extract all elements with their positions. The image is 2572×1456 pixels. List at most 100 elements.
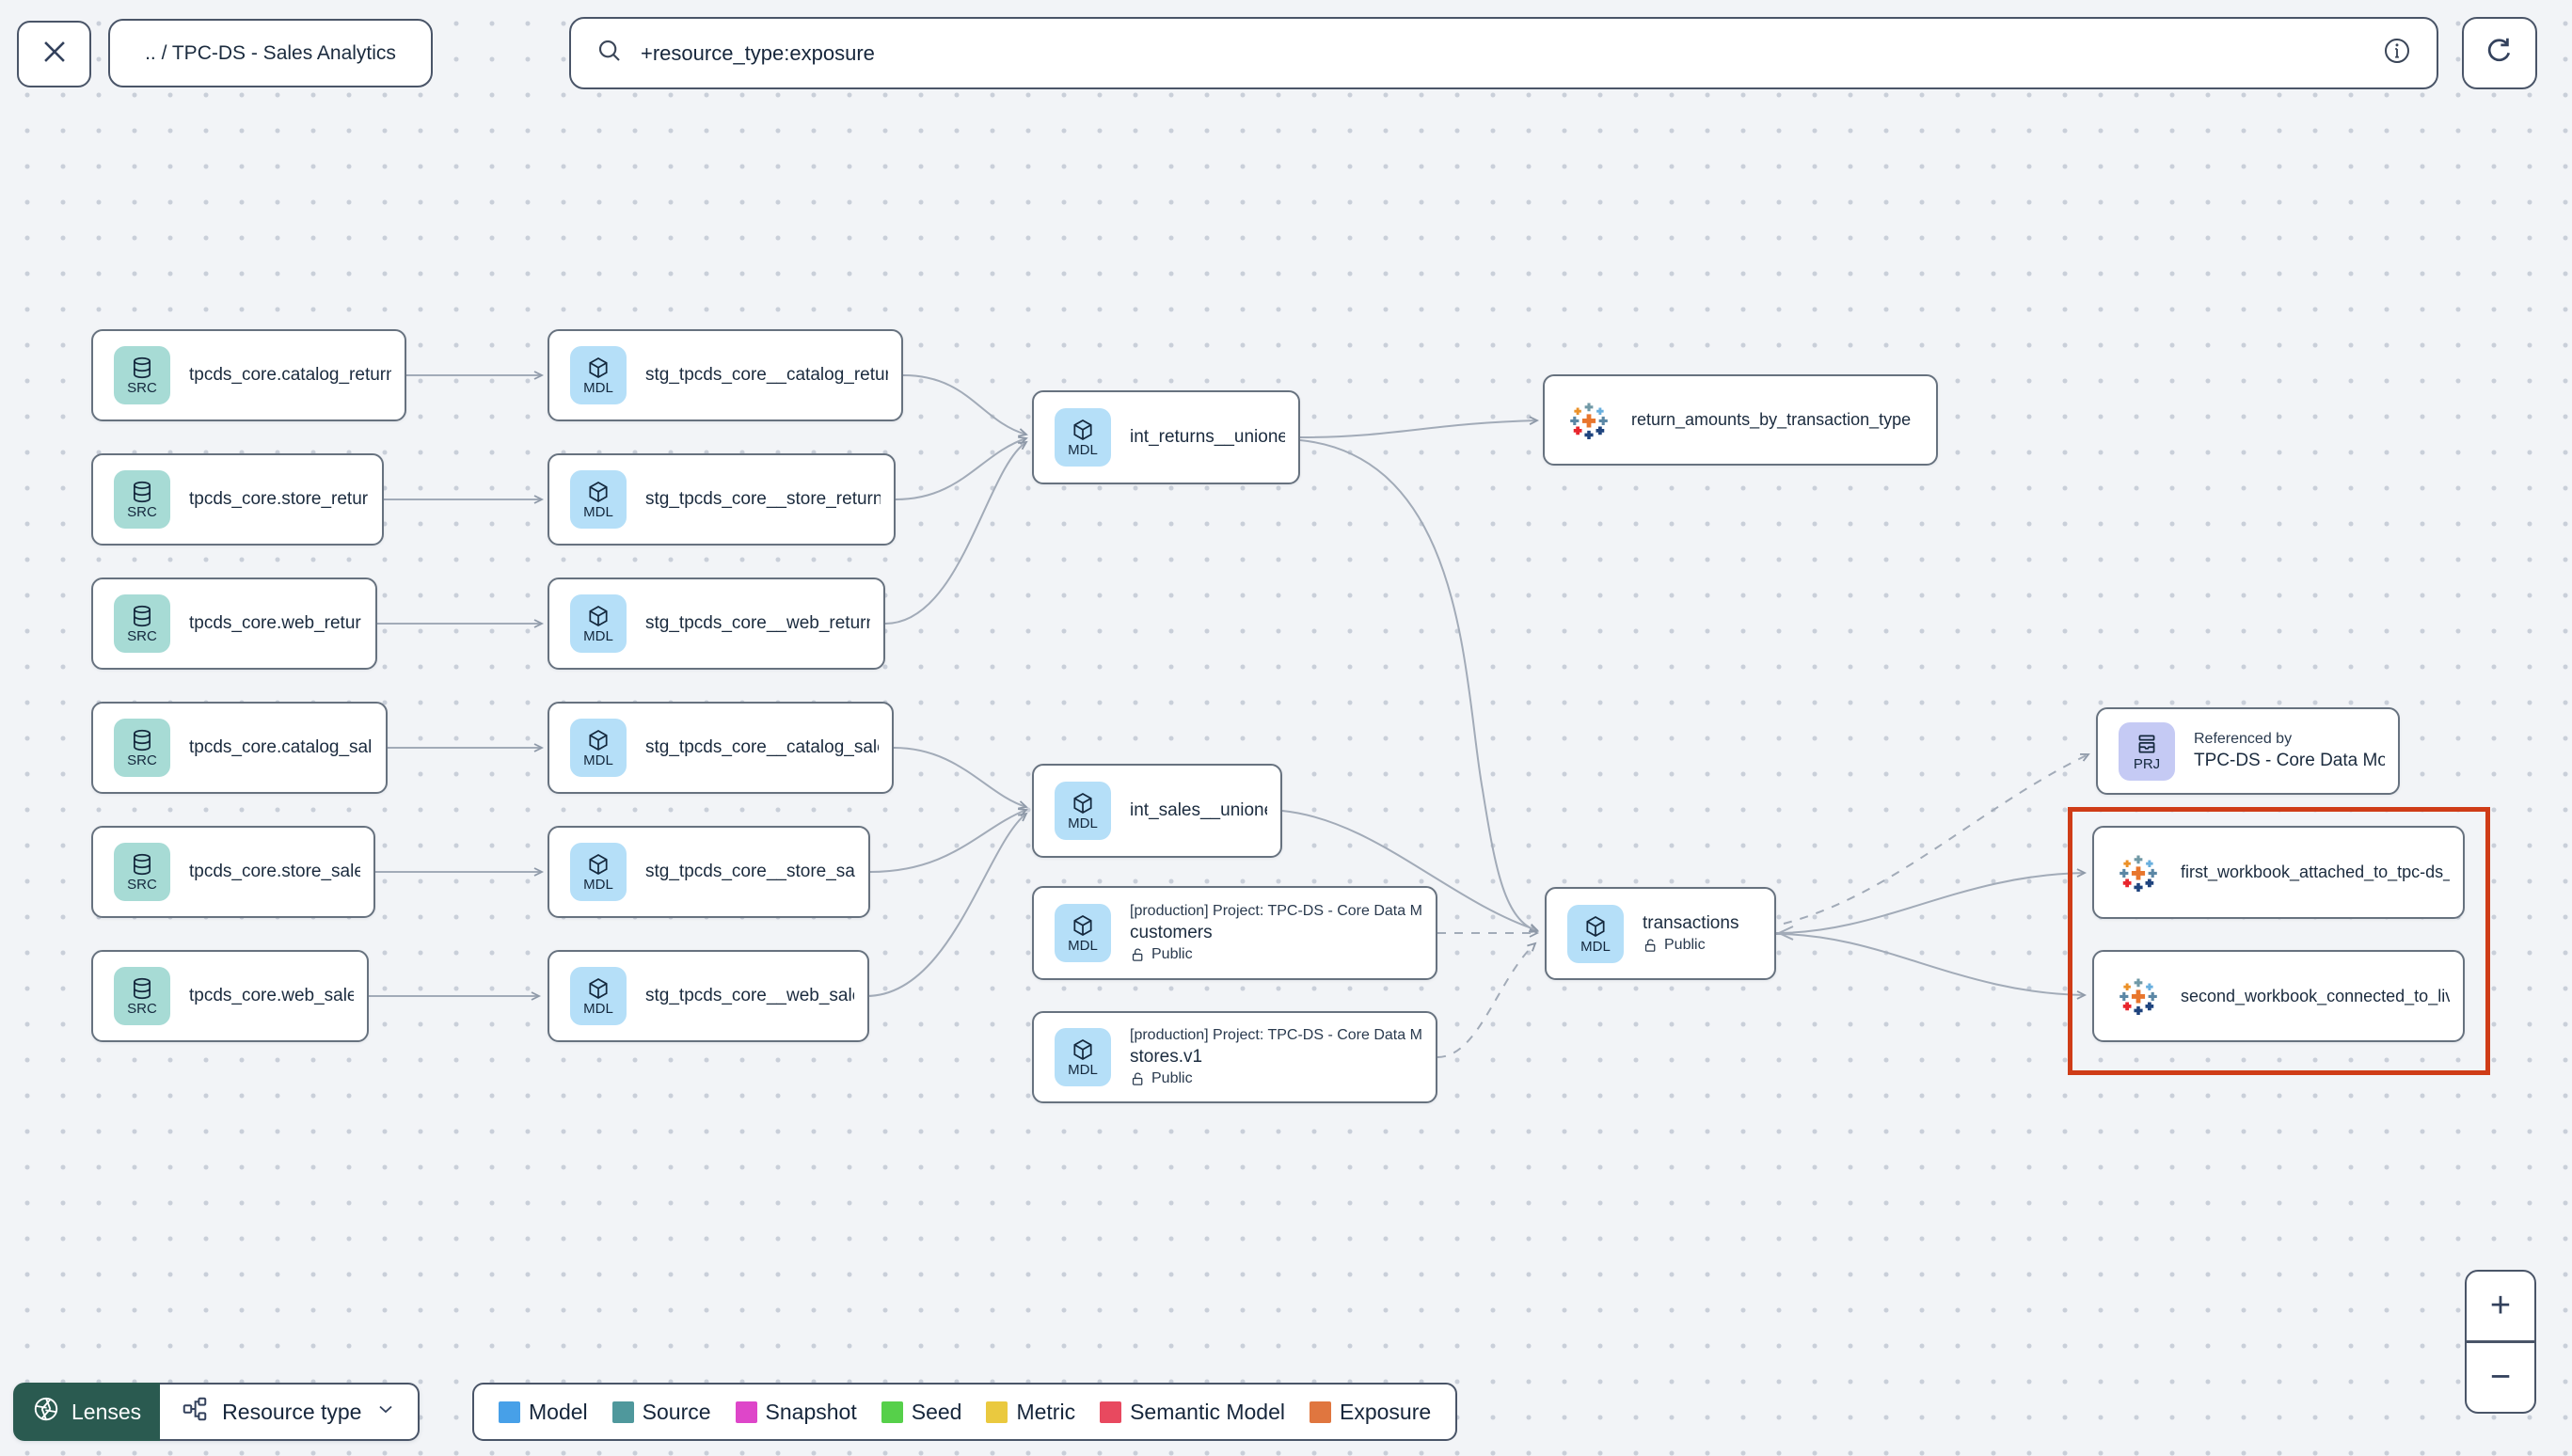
resource-type-icon (181, 1395, 209, 1429)
node-text: second_workbook_connected_to_live… (2181, 987, 2450, 1006)
aperture-icon (32, 1395, 60, 1429)
legend-swatch (499, 1401, 520, 1423)
node-title: stg_tpcds_core__web_returns (645, 613, 870, 633)
unlock-icon (1132, 947, 1143, 961)
tableau-icon (1570, 402, 1608, 439)
source-badge-icon: SRC (114, 470, 170, 529)
breadcrumb[interactable]: .. / TPC-DS - Sales Analytics (108, 19, 433, 87)
node-text: tpcds_core.web_returns (189, 613, 362, 634)
badge-label: SRC (127, 752, 157, 768)
unlock-icon (1644, 938, 1656, 952)
badge-label: MDL (583, 380, 613, 396)
legend-label: Source (642, 1399, 711, 1424)
node-title: int_sales__unioned (1130, 800, 1267, 820)
model-badge-icon: MDL (570, 594, 627, 653)
node-title: tpcds_core.web_returns (189, 613, 362, 633)
refresh-icon (2483, 34, 2516, 72)
node-second-workbook[interactable]: second_workbook_connected_to_live… (2092, 950, 2465, 1042)
node-text: [production] Project: TPC-DS - Core Data… (1130, 903, 1422, 963)
node-src-store-returns[interactable]: SRC tpcds_core.store_returns (91, 453, 384, 546)
node-stg-web-returns[interactable]: MDL stg_tpcds_core__web_returns (548, 578, 885, 670)
node-src-store-sales[interactable]: SRC tpcds_core.store_sales (91, 826, 375, 918)
node-title: transactions (1643, 913, 1739, 933)
node-title: stg_tpcds_core__web_sales (645, 986, 854, 1005)
legend-label: Seed (911, 1399, 962, 1424)
zoom-out-button[interactable]: − (2489, 1356, 2512, 1397)
node-text: stg_tpcds_core__store_returns (645, 489, 881, 510)
node-stg-catalog-returns[interactable]: MDL stg_tpcds_core__catalog_returns (548, 329, 903, 421)
node-title: stg_tpcds_core__store_returns (645, 489, 881, 509)
node-text: int_returns__unioned (1130, 427, 1285, 448)
node-int-sales-unioned[interactable]: MDL int_sales__unioned (1032, 764, 1282, 858)
legend-item-semantic-model: Semantic Model (1100, 1400, 1285, 1425)
node-meta: [production] Project: TPC-DS - Core Data… (1130, 903, 1422, 919)
node-first-workbook[interactable]: first_workbook_attached_to_tpc-ds_-_… (2092, 826, 2465, 919)
node-text: stg_tpcds_core__web_returns (645, 613, 870, 634)
model-badge-icon: MDL (1055, 782, 1111, 840)
legend-item-source: Source (611, 1399, 711, 1425)
legend-item-metric: Metric (986, 1400, 1075, 1425)
node-title: first_workbook_attached_to_tpc-ds_-_… (2181, 863, 2450, 881)
zoom-divider (2467, 1340, 2534, 1343)
node-text: tpcds_core.catalog_sales (189, 737, 373, 758)
database-glyph (134, 356, 151, 379)
refresh-button[interactable] (2462, 17, 2537, 89)
close-button[interactable] (17, 21, 91, 87)
node-visibility: Public (1643, 937, 1738, 954)
unlock-icon (1132, 1071, 1143, 1085)
badge-label: MDL (1580, 938, 1611, 955)
database-glyph (134, 729, 151, 752)
project-badge-icon: PRJ (2119, 721, 2175, 781)
source-badge-icon: SRC (114, 843, 170, 901)
lenses-button[interactable]: Lenses (13, 1383, 161, 1441)
node-text: stg_tpcds_core__catalog_sales (645, 737, 879, 758)
breadcrumb-label: .. / TPC-DS - Sales Analytics (145, 41, 396, 64)
legend-item-model: Model (499, 1400, 588, 1425)
legend-swatch (986, 1401, 1008, 1423)
lenses-control: Lenses Resource type (13, 1383, 421, 1441)
legend-label: Exposure (1340, 1399, 1432, 1424)
legend-item-seed: Seed (881, 1399, 962, 1425)
node-text: stg_tpcds_core__catalog_returns (645, 365, 888, 386)
search-input[interactable] (639, 40, 2367, 67)
resource-type-dropdown[interactable]: Resource type (160, 1383, 421, 1441)
node-meta: Referenced by (2194, 731, 2293, 747)
legend-label: Model (529, 1399, 588, 1424)
node-stores-v1[interactable]: MDL [production] Project: TPC-DS - Core D… (1032, 1011, 1437, 1103)
legend-swatch (881, 1401, 903, 1423)
node-customers[interactable]: MDL[production] Project: TPC-DS - Core D… (1032, 886, 1437, 980)
legend-swatch (1100, 1401, 1122, 1423)
cube-glyph (589, 854, 608, 875)
zoom-in-button[interactable]: + (2489, 1286, 2512, 1326)
node-text: return_amounts_by_transaction_type (1631, 410, 1911, 430)
selection-highlight-box (2068, 807, 2490, 1075)
cube-glyph (1073, 419, 1092, 440)
model-badge-icon: MDL (1055, 1028, 1111, 1086)
node-title: tpcds_core.catalog_sales (189, 737, 373, 757)
info-icon[interactable] (2382, 36, 2412, 71)
node-visibility: Public (1130, 946, 1422, 963)
cube-glyph (589, 730, 608, 751)
badge-label: MDL (583, 628, 613, 644)
node-return-amounts-by-transaction-type[interactable]: return_amounts_by_transaction_type (1543, 374, 1938, 466)
database-glyph (134, 481, 151, 503)
node-text: tpcds_core.store_returns (189, 489, 369, 510)
node-title: tpcds_core.store_sales (189, 862, 360, 881)
node-src-catalog-sales[interactable]: SRC tpcds_core.catalog_sales (91, 702, 388, 794)
legend-label: Snapshot (765, 1399, 857, 1424)
tableau-icon (2120, 854, 2157, 892)
resource-type-label: Resource type (222, 1399, 362, 1424)
badge-label: MDL (1068, 1062, 1098, 1078)
node-meta: [production] Project: TPC-DS - Core Data… (1130, 1027, 1422, 1043)
